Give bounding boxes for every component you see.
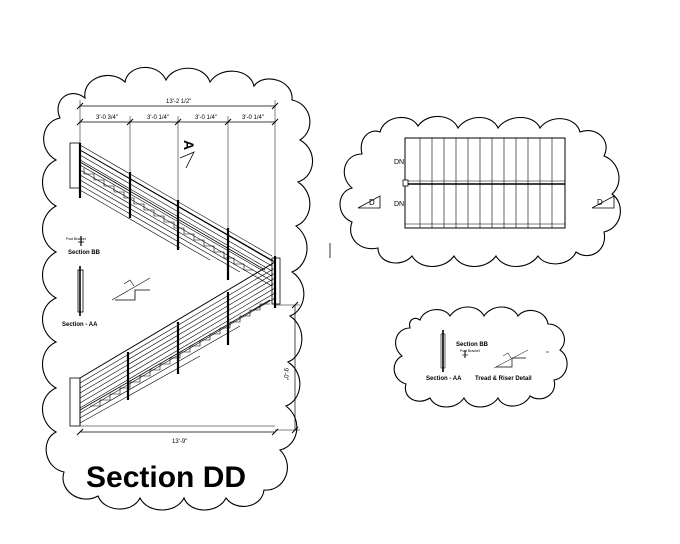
- dimension-bottom-total: 13'-9": [172, 439, 187, 445]
- plan-marker-right: D: [597, 198, 603, 207]
- plan-dn-lower: DN: [394, 201, 404, 208]
- section-bb-label: Section BB: [68, 250, 101, 256]
- plan-marker-left: D: [369, 198, 375, 207]
- detail-section-bb: Section BB: [456, 342, 489, 348]
- section-marker-label: A: [181, 140, 197, 150]
- dimension-segment-3: 3'-0 1/4": [195, 115, 217, 121]
- revision-cloud-plan: [339, 115, 621, 268]
- revision-cloud-detail: [393, 306, 568, 408]
- dimension-top-total: 13'-2 1/2": [166, 99, 191, 105]
- detail-tread-riser: Tread & Riser Detail: [475, 376, 532, 382]
- section-aa-label: Section - AA: [62, 322, 98, 328]
- drawing-title: Section DD: [86, 461, 246, 494]
- plan-dn-upper: DN: [394, 159, 404, 166]
- dimension-segment-4: 3'-0 1/4": [242, 115, 264, 121]
- dimension-segment-1: 3'-0 3/4": [96, 115, 118, 121]
- plan-view: [357, 137, 615, 229]
- dimension-height: 9'-0": [282, 368, 288, 380]
- revision-cloud-main: [42, 66, 314, 511]
- section-dd-drawing: [69, 100, 300, 436]
- post-bracket-note: Post Bracket: [66, 237, 86, 241]
- detail-view: [440, 330, 549, 372]
- dimension-segment-2: 3'-0 1/4": [147, 115, 169, 121]
- detail-section-aa: Section - AA: [426, 376, 462, 382]
- detail-post-bracket-note: Post Bracket: [460, 349, 480, 353]
